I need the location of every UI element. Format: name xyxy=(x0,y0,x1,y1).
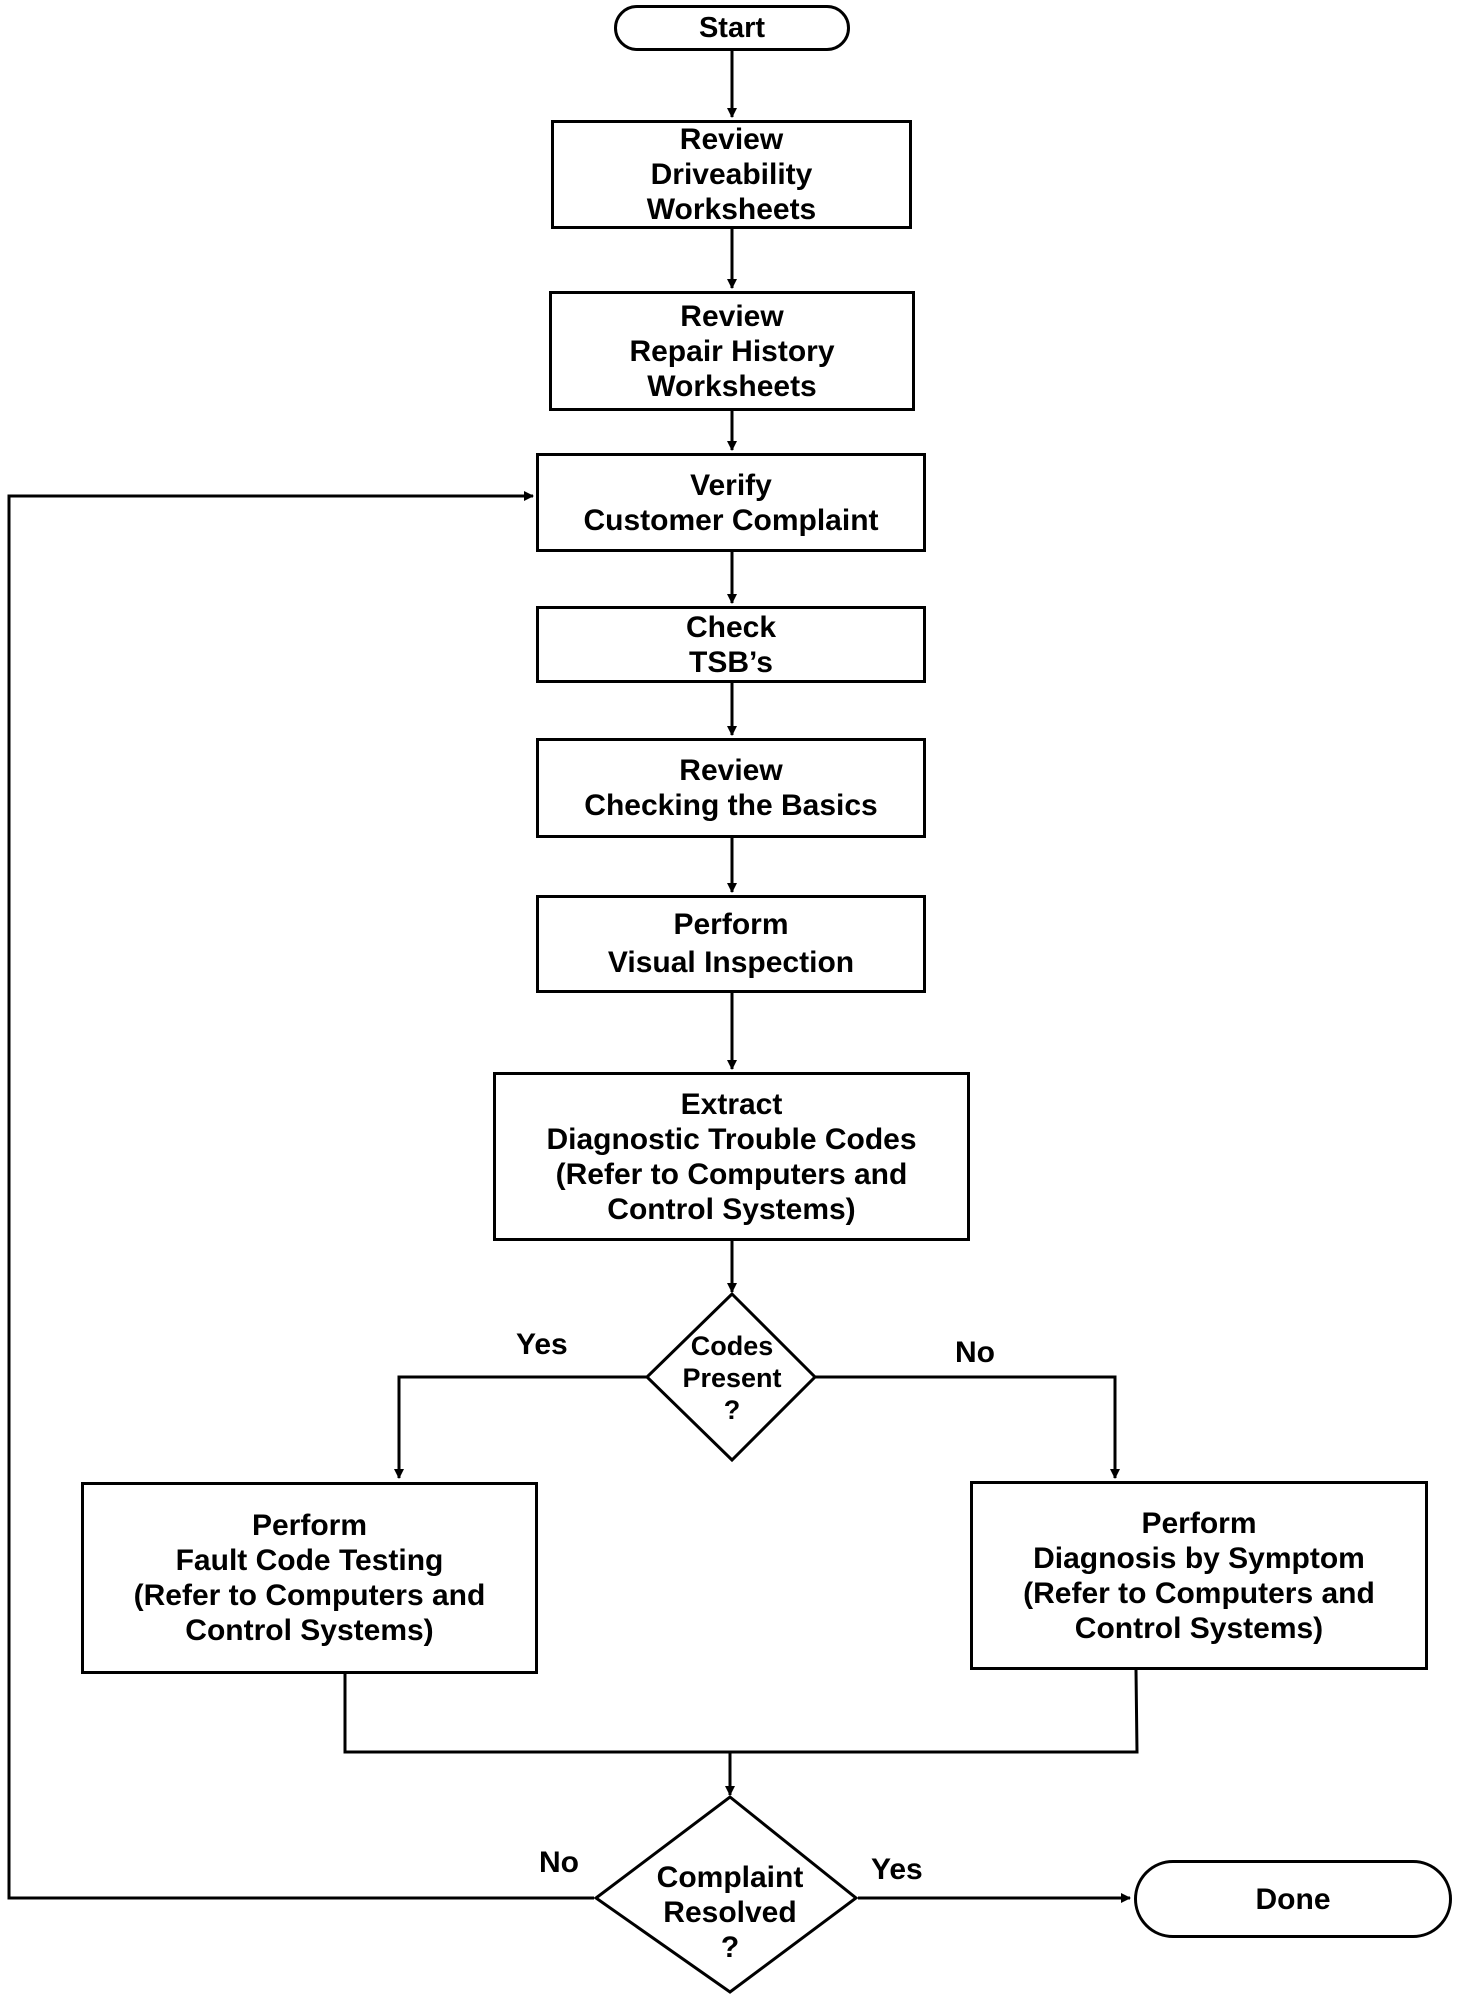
node-text-line: (Refer to Computers and xyxy=(1023,1576,1375,1610)
node-text-line: Diagnosis by Symptom xyxy=(1033,1541,1365,1575)
node-text-line: Review xyxy=(679,754,783,787)
node-text-line: TSB’s xyxy=(689,645,773,679)
node-text-line: Review xyxy=(680,299,784,333)
start-terminal: Start xyxy=(614,5,850,51)
connector-fault-testing-merge xyxy=(343,1669,1139,1754)
node-text-line: Control Systems) xyxy=(607,1192,856,1226)
node-text-line: Control Systems) xyxy=(185,1614,434,1647)
complaint-resolved-yes-label: Yes xyxy=(871,1853,923,1886)
node-text-line: Fault Code Testing xyxy=(175,1544,444,1577)
node-text-line: Perform xyxy=(673,908,789,941)
node-text-line: Worksheets xyxy=(647,369,817,403)
decision-diamond-codes-present xyxy=(644,1291,818,1463)
node-text-line: Perform xyxy=(251,1509,368,1542)
node-text-line: (Refer to Computers and xyxy=(555,1157,908,1191)
node-text-line: ? xyxy=(720,1930,740,1964)
decision-diamond-complaint-resolved xyxy=(593,1795,859,1994)
node-text-line: Customer Complaint xyxy=(583,503,879,537)
node-text-line: Present xyxy=(682,1363,782,1393)
node-text-line: ? xyxy=(723,1395,741,1425)
node-text-line: Checking the Basics xyxy=(584,789,878,822)
node-text-line: Repair History xyxy=(629,334,835,368)
codes-present-no-label: No xyxy=(955,1336,995,1369)
node-text-line: Perform xyxy=(1141,1506,1257,1540)
done-terminal: Done xyxy=(1134,1860,1452,1938)
node-text-line: Resolved xyxy=(663,1895,797,1929)
node-text-line: Review xyxy=(679,123,784,156)
node-text-line: Codes xyxy=(690,1331,774,1361)
node-text-line: Control Systems) xyxy=(1074,1611,1324,1645)
node-text-line: Driveability xyxy=(650,158,813,191)
node-text-line: Verify xyxy=(690,468,772,502)
node-text-line: Done xyxy=(1255,1882,1331,1916)
arrow-resolved-no-loop-to-verify xyxy=(7,491,594,1900)
codes-present-yes-label: Yes xyxy=(516,1328,568,1361)
arrow-codes-no-to-symptom xyxy=(815,1375,1120,1479)
node-text-line: Visual Inspection xyxy=(607,946,855,979)
node-text-line: Extract xyxy=(680,1087,783,1121)
node-text-line: (Refer to Computers and xyxy=(133,1579,486,1612)
node-text-line: Complaint xyxy=(656,1860,804,1894)
node-text-line: Worksheets xyxy=(646,193,817,226)
node-text-line: Diagnostic Trouble Codes xyxy=(546,1122,917,1156)
node-text-line: Check xyxy=(685,610,777,644)
arrow-codes-yes-to-fault-testing xyxy=(394,1375,647,1479)
complaint-resolved-no-label: No xyxy=(539,1846,579,1879)
node-text-line: Start xyxy=(698,12,766,44)
